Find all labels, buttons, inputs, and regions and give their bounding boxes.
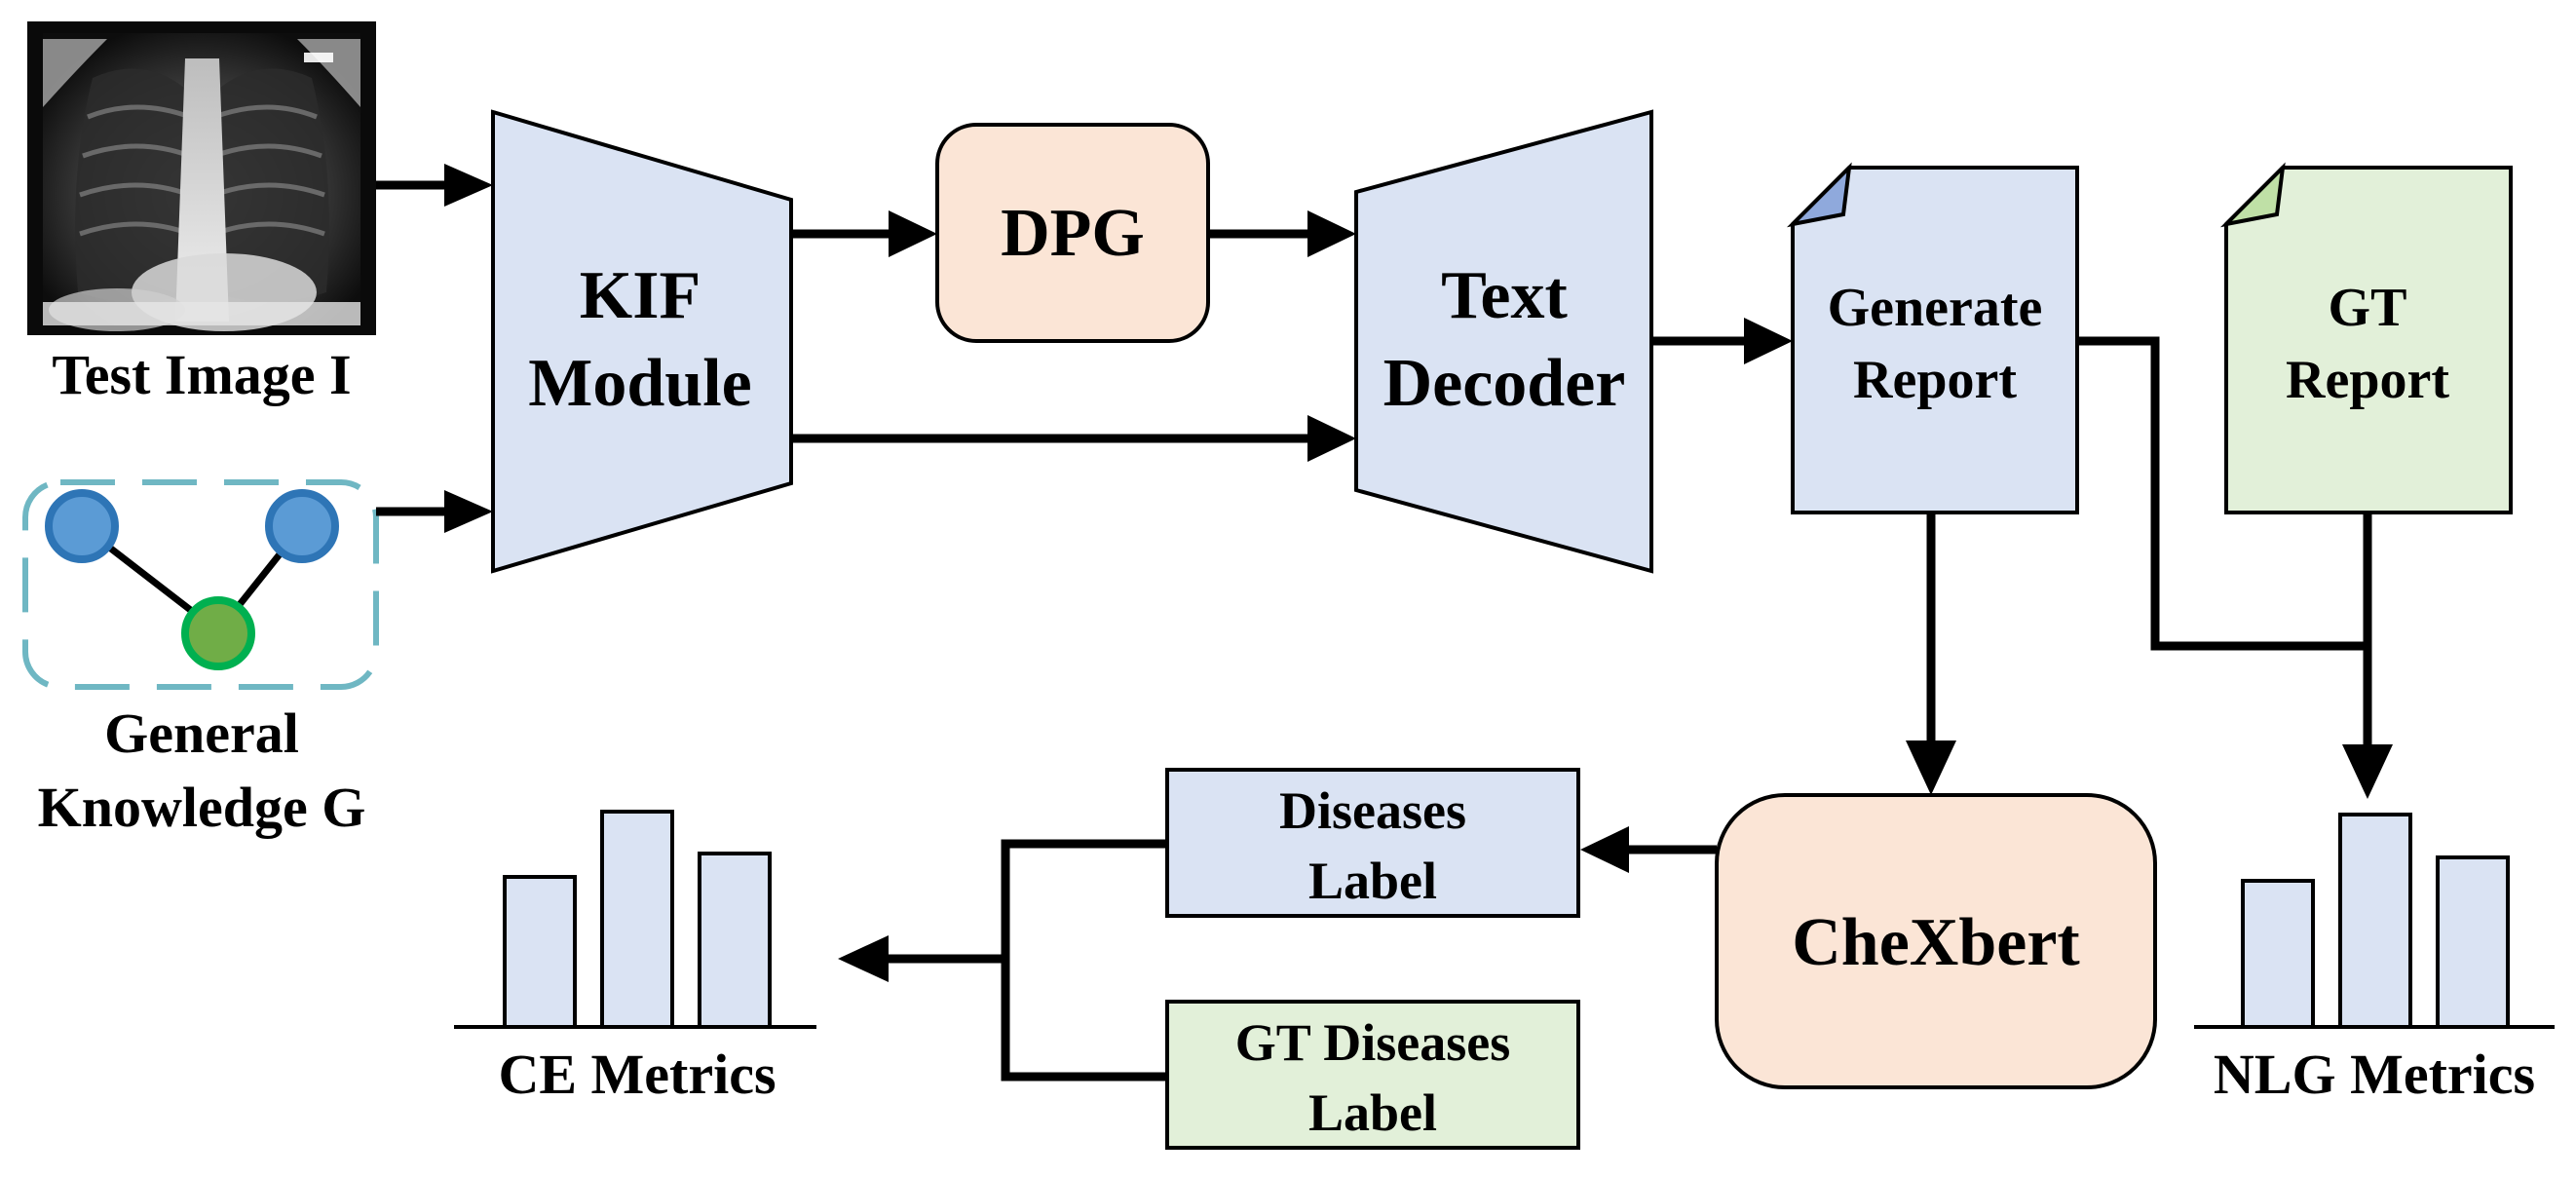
text-decoder-label-line1: Text <box>1441 258 1568 333</box>
text-decoder <box>1354 109 1653 574</box>
arrowhead-dpg-decoder <box>1307 210 1356 257</box>
arrowhead-labels-ce <box>838 935 889 982</box>
blue-node-right <box>265 489 339 563</box>
nlg-metrics-bar-icon <box>2194 813 2555 1029</box>
blue-node-left <box>45 489 119 563</box>
gt-report-label-line2: Report <box>2286 350 2449 410</box>
diseases-label-line1: Diseases <box>1279 781 1466 840</box>
chexbert-box <box>1715 793 2157 1089</box>
chexbert-label: CheXbert <box>1792 905 2079 980</box>
gt-diseases-label-box <box>1165 1000 1580 1150</box>
arrowhead-report-chexbert <box>1906 740 1956 795</box>
green-node <box>181 596 255 670</box>
arrowheads <box>444 164 2393 982</box>
knowledge-label-line1: General <box>104 702 299 765</box>
arrowhead-chexbert-diseases <box>1580 826 1629 873</box>
kif-module <box>491 109 793 574</box>
diseases-label-box <box>1165 768 1580 918</box>
generated-report-document <box>1786 162 2079 514</box>
dpg-label: DPG <box>1001 196 1145 271</box>
arrowhead-knowledge-kif <box>444 490 493 533</box>
arrowhead-decoder-report <box>1744 318 1793 364</box>
text-decoder-label-line2: Decoder <box>1383 346 1626 421</box>
diseases-label-line2: Label <box>1308 852 1437 910</box>
arrowhead-kif-decoder <box>1307 415 1356 462</box>
gt-report-label-line1: GT <box>2329 278 2407 338</box>
connectors <box>376 180 2372 1082</box>
generated-report-label-line2: Report <box>1853 350 2017 410</box>
generated-report-label-line1: Generate <box>1828 278 2043 338</box>
knowledge-dashed-box <box>22 479 379 690</box>
ce-metrics-label: CE Metrics <box>498 1043 776 1106</box>
gt-diseases-label-line2: Label <box>1308 1083 1437 1142</box>
kif-module-label-line1: KIF <box>580 258 701 333</box>
gt-report-document <box>2219 162 2513 514</box>
arrowhead-image-kif <box>444 164 493 207</box>
ce-metrics-bar-icon <box>454 810 816 1029</box>
knowledge-graph <box>22 479 379 690</box>
nlg-metrics-label: NLG Metrics <box>2214 1043 2535 1106</box>
kif-module-label-line2: Module <box>528 346 751 421</box>
gt-diseases-label-line1: GT Diseases <box>1235 1013 1511 1072</box>
test-image-label: Test Image I <box>52 343 351 406</box>
arrowhead-gt-nlg <box>2342 744 2393 799</box>
knowledge-label-line2: Knowledge G <box>38 776 366 839</box>
arrowhead-kif-dpg <box>889 210 937 257</box>
chest-xray-image <box>27 21 376 335</box>
